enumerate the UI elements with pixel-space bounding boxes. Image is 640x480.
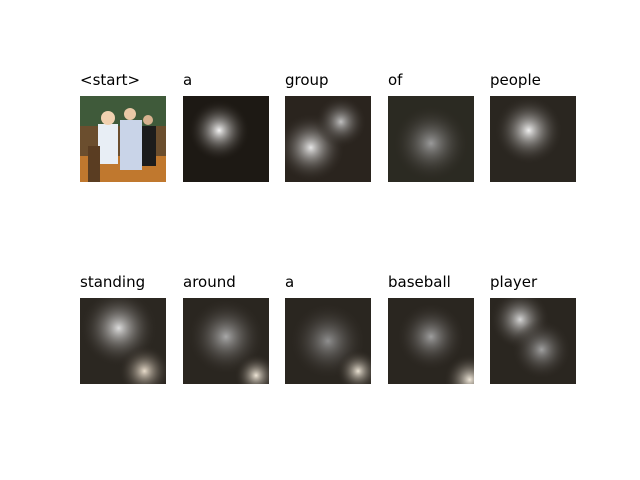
token-label: a: [285, 273, 295, 291]
attention-map: [285, 96, 371, 182]
attention-map: [183, 298, 269, 384]
attention-map: [490, 298, 576, 384]
attention-map: [80, 298, 166, 384]
attention-map: [183, 96, 269, 182]
token-label: player: [490, 273, 538, 291]
token-label: of: [388, 71, 403, 89]
original-image: [80, 96, 166, 182]
token-label: <start>: [80, 71, 141, 89]
attention-map: [490, 96, 576, 182]
attention-map: [388, 298, 474, 384]
token-label: standing: [80, 273, 146, 291]
token-label: group: [285, 71, 329, 89]
token-label: a: [183, 71, 193, 89]
attention-map: [285, 298, 371, 384]
token-label: people: [490, 71, 541, 89]
attention-map: [388, 96, 474, 182]
token-label: baseball: [388, 273, 451, 291]
token-label: around: [183, 273, 236, 291]
